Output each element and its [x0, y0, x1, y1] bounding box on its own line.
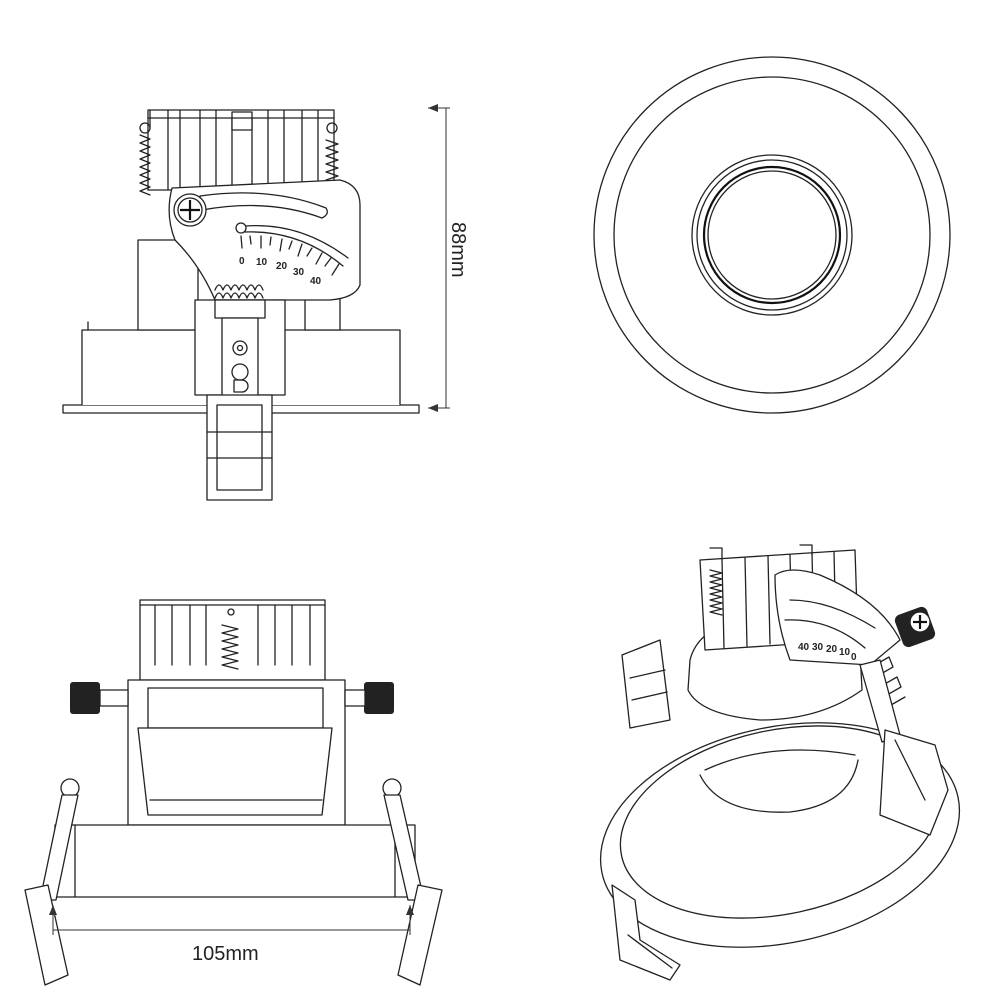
spring-left: [139, 134, 151, 196]
scale-label-10: 10: [256, 257, 268, 268]
scale-label-20: 20: [276, 261, 288, 272]
tilt-bracket: [168, 179, 361, 301]
iso-clip-right: [859, 656, 949, 836]
iso-scale-label-40: 40: [798, 642, 810, 653]
iso-scale-label-30: 30: [812, 642, 824, 653]
iso-scale-label-0: 0: [851, 652, 857, 663]
adjust-screw-icon: [173, 193, 207, 227]
scale-label-0: 0: [239, 256, 245, 267]
trim-inner-ring: [613, 76, 931, 394]
tilt-scale: 0 10 20 30 40: [235, 222, 349, 287]
heatsink: [147, 109, 335, 191]
end-housing: [54, 824, 416, 898]
iso-scale-label-20: 20: [826, 644, 838, 655]
clip-right: [382, 778, 443, 986]
scale-label-40: 40: [310, 276, 322, 287]
iso-tilt-bracket: [774, 569, 901, 666]
knob-left-icon: [70, 682, 129, 714]
front-view: [593, 56, 951, 414]
width-label: 105mm: [192, 943, 259, 965]
height-label: 88mm: [447, 222, 469, 278]
side-view: 0 10 20 30 40: [62, 104, 469, 501]
clip-left: [24, 778, 80, 986]
knob-right-icon: [344, 682, 394, 714]
iso-scale-label-10: 10: [839, 647, 851, 658]
iso-trim-outer: [599, 722, 961, 948]
width-dimension: 105mm: [49, 905, 414, 965]
isometric-view: 40 30 20 10 0: [599, 544, 961, 981]
end-heatsink: [139, 599, 326, 702]
height-dimension: 88mm: [428, 104, 469, 412]
iso-clip-left: [611, 884, 681, 981]
scale-label-30: 30: [293, 267, 305, 278]
trim-outer-ring: [593, 56, 951, 414]
light-aperture: [702, 165, 842, 305]
iso-knob-icon: [894, 606, 936, 648]
mounting-clip: [194, 284, 286, 501]
spring-right: [325, 139, 339, 185]
end-view: 105mm: [24, 599, 443, 986]
